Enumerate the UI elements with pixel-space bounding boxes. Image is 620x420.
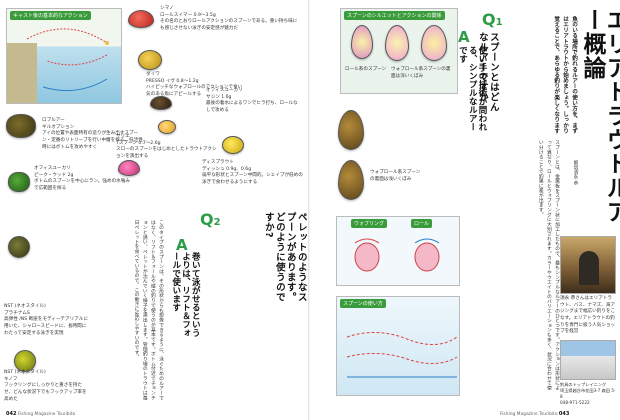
usage-diagram-label: スプーンの使い方 <box>340 299 386 308</box>
q2-answer: 巻いて泳がせるというよりは、リフト＆フォールで使います <box>170 252 201 337</box>
caption-display: ディスプラウト ディッシュ 0.9g、0.6g 扁平な形状とスプーン中間的。シェ… <box>202 160 303 185</box>
spoon-brown-1 <box>338 110 364 150</box>
portrait-photo <box>560 236 616 294</box>
q1-label: Q1 <box>482 10 503 29</box>
q1-question: スプーンとはどんなルアーですか <box>476 32 499 112</box>
usage-illustration <box>346 332 458 378</box>
main-title: エリアトラウトルアー概論 <box>579 8 620 224</box>
lure-nst-platinum <box>8 236 30 258</box>
spoon-caption-2: ウォブロール系スプーンの裏面は深いくぼみ <box>391 67 451 79</box>
q1-answer: 使い手の技術が問われる、シンプルなルアーです <box>457 46 487 131</box>
q2-answer-letter: A <box>176 236 188 254</box>
q2-question: ペレットのようなスプーンがあります。どのように使うのですか? <box>262 212 307 302</box>
usage-diagram: スプーンの使い方 <box>336 296 460 396</box>
lure-peak <box>8 172 30 192</box>
caption-daiwa: ダイワ PRESSO イヴ 0.8〜1.2g ハイピッチなウォブロールのアクショ… <box>146 72 243 97</box>
lure-shimano <box>128 10 154 28</box>
right-body-text: スプーンとは、金属板をスプーン状に加工したもので、最もシンプルなルアーのひとつで… <box>537 140 559 390</box>
action-diagram: ウォブリング ロール <box>336 216 460 286</box>
caption-nst-platinum: NST (ネオスタイル) プラチナムS 高弾性 /NS 断崖をモディーテアリアル… <box>4 304 88 336</box>
left-body-text: このタイプのスプーンは、その形状からも想像できるように、泳ぐためのルアーではなく… <box>133 220 163 400</box>
shop-photo <box>560 340 616 380</box>
spoon-caption-3: ウォブロール系スプーンの裏面は浅いくぼみ <box>370 170 421 182</box>
caption-nst-kinof: NST (ネオスタイル) キノフ フックリングにしっかりと重さを持たせ、どんな状… <box>4 370 87 402</box>
lure-office-eucaly <box>150 96 172 110</box>
shop-name: 釣具のトップレイニング 埼玉県越谷市花田3-7 森田 5-8 048-971-5… <box>560 382 616 406</box>
lede: 魚のいる場所で釣れるルアーの使い方を、まずはエリアトラウトから始めましょう。しっ… <box>553 16 577 134</box>
spoon-silhouette-1 <box>351 25 373 59</box>
spoon-caption-1: ロール系のスプーン <box>345 67 387 72</box>
q2-label: Q2 <box>200 210 221 229</box>
caption-peak: オフィスユーカリ ピーク・ウッド 2g ボトムのスプーンを中心にラン。強めの水噛… <box>34 166 130 191</box>
shore-shape <box>7 43 37 103</box>
lure-nst-kinof <box>14 350 36 372</box>
action-label-wobble: ウォブリング <box>351 219 388 228</box>
spoon-brown-2 <box>338 160 364 200</box>
cast-diagram-label: キャスト後の基本的なアクション <box>10 11 91 20</box>
left-page: キャスト後の基本的なアクション シマノ ロールスイマー 0.9〜3.5g その名… <box>4 0 310 420</box>
left-footer: 042 Fishing Magazine Tsuribito <box>6 411 76 417</box>
right-footer: Fishing Magazine Tsuribito 043 <box>500 411 570 417</box>
caption-lob: ロブルアー ギルオプション アイの位置や表面特有の造りが生み出すスプーン・定番の… <box>42 118 143 150</box>
caption-shimano: シマノ ロールスイマー 0.9〜3.5g その名のとおりロールアクションのスプー… <box>160 6 298 31</box>
lure-display <box>222 136 244 154</box>
lure-yarie <box>158 120 176 134</box>
lure-daiwa <box>138 50 162 70</box>
caption-yarie: ヤリエ Tスプーン 0.7〜2.6g スローのスプーンをはじめとしたトラウトアク… <box>116 134 217 159</box>
spoon-silhouette-3 <box>421 25 447 61</box>
credit: 解説/須永 恭 <box>573 160 578 185</box>
person-silhouette <box>579 251 599 285</box>
cast-diagram: キャスト後の基本的なアクション <box>6 8 122 104</box>
action-label-roll: ロール <box>411 219 433 228</box>
lure-pink <box>118 160 140 176</box>
shop-caption: 須永 恭さんはエリアトラウト、バス、ナマズ、海アジングまで幅広い釣りをこなす。エ… <box>560 296 616 335</box>
right-page: スプーンのシルエットとアクションの関係 ロール系のスプーン ウォブロール系スプー… <box>310 0 620 420</box>
q1-answer-letter: A <box>458 28 470 46</box>
spoon-diagram-label: スプーンのシルエットとアクションの関係 <box>344 11 445 20</box>
lure-lob <box>6 114 36 138</box>
cast-path-illustration <box>26 28 109 92</box>
caption-office-eucaly: オフィスユーカリ サジン 1.6g 最後の着水によるワンでヒラ打ち、ロールなしで… <box>206 88 298 113</box>
action-illustration <box>354 238 440 272</box>
spoon-silhouette-diagram: スプーンのシルエットとアクションの関係 ロール系のスプーン ウォブロール系スプー… <box>340 8 458 94</box>
spoon-silhouette-2 <box>385 25 409 61</box>
